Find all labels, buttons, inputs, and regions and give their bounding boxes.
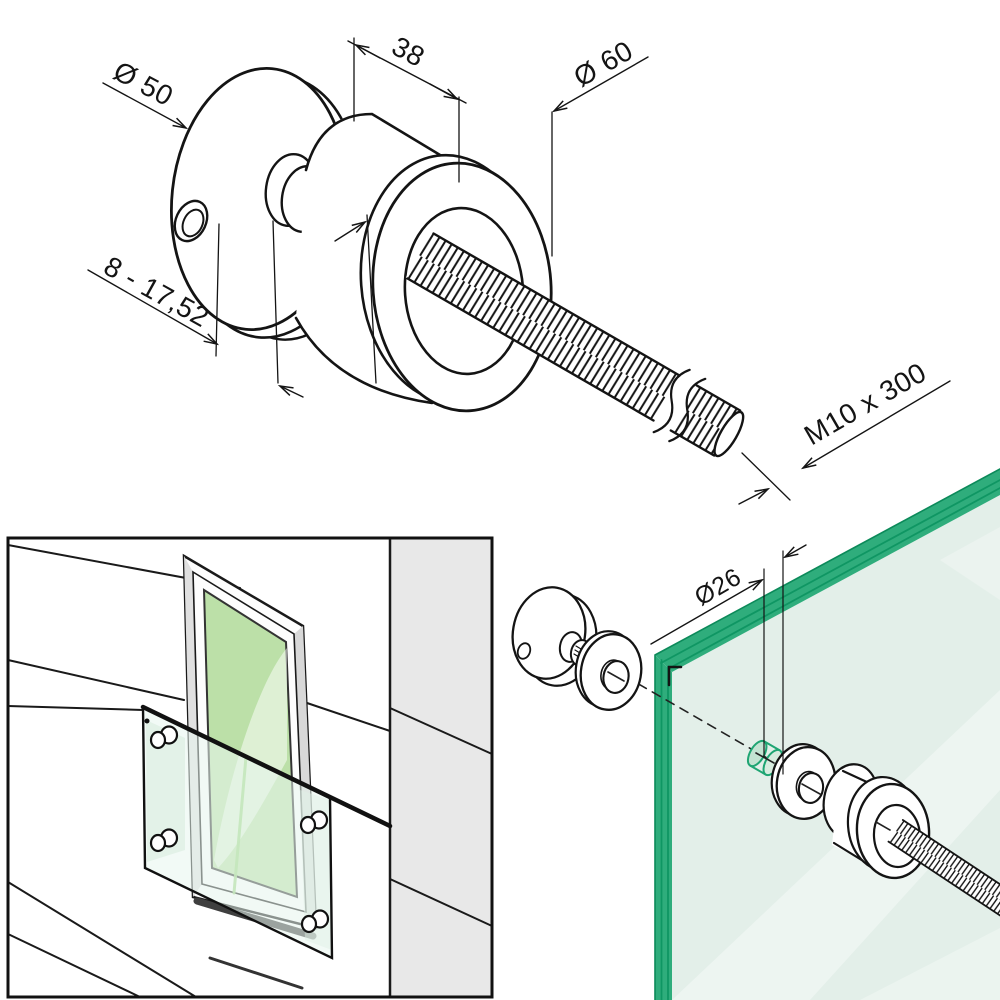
hole-extension-lines — [763, 550, 784, 775]
glass-panel — [654, 468, 1000, 1000]
arrow-clamping-max — [334, 220, 368, 242]
glass-face — [672, 495, 1000, 1000]
exploded-rod-threads — [888, 819, 1000, 947]
main-part-view: Ø 50 38 Ø 60 8 - 17,52 M10 x 300 — [87, 30, 951, 505]
extension-lines — [215, 37, 791, 501]
arrow-hole-outside — [782, 544, 807, 559]
point-fixing-top-left — [149, 725, 179, 750]
glass-top-edge-laminate-lines — [660, 479, 1000, 670]
exploded-washer-inner — [770, 743, 837, 820]
rod-edges — [406, 232, 742, 457]
glass-outline — [654, 468, 1000, 1000]
fixing-front — [300, 914, 318, 934]
leader-plate-diameter — [102, 82, 189, 130]
fixing-front — [149, 730, 167, 750]
body-bottom-edge — [294, 316, 434, 405]
glass-corner-mark — [667, 665, 683, 687]
rod-threads-segment-1 — [405, 232, 682, 422]
fixing-front — [149, 833, 167, 853]
arrow-38-right — [429, 83, 460, 101]
installation-inset — [6, 536, 494, 999]
exploded-threaded-rod — [887, 819, 1000, 948]
building-side-wall — [390, 538, 492, 997]
glass-left-edge — [655, 655, 672, 1000]
balustrade-top-edge — [140, 704, 393, 829]
facade-lines-side — [306, 702, 493, 927]
glass-balustrade-panel — [140, 704, 393, 960]
dim-body-length: 38 — [387, 30, 430, 72]
assembly-centerline — [582, 651, 898, 834]
inset-frame — [6, 536, 494, 999]
centerline-through-holes — [607, 671, 891, 831]
exploded-assembly-view: Ø26 — [511, 468, 1000, 1000]
dimension-line-stud — [800, 380, 951, 470]
exploded-washer-outer — [574, 630, 643, 711]
glass-reflection-streak-3 — [940, 527, 1000, 600]
point-fixing-bottom-right — [300, 909, 330, 934]
plate-screw-hole-inner — [181, 208, 205, 238]
rod-break-gap — [650, 372, 701, 437]
fixing-front — [299, 815, 317, 835]
body-top-edge — [304, 112, 457, 172]
balustrade-glass — [143, 707, 332, 958]
rod-break-line-2 — [668, 377, 707, 443]
glass-left-edge-laminate-lines — [660, 659, 669, 1000]
glass-top-edge — [655, 469, 1000, 672]
dimension-line-clamping-range — [87, 269, 220, 346]
dim-plate-diameter: Ø 50 — [109, 55, 179, 112]
exploded-rod-edges — [887, 819, 1000, 948]
balustrade-outline — [141, 705, 334, 960]
glass-reflection-streak-2 — [860, 928, 1000, 1000]
dim-body-diameter: Ø 60 — [568, 35, 638, 93]
panel-corner-dot — [144, 718, 150, 724]
threaded-rod — [405, 232, 745, 458]
dimension-line-hole — [650, 578, 765, 645]
facade-lines-front — [7, 544, 241, 998]
rod-end-cap — [713, 410, 745, 458]
exploded-plate-hole — [516, 642, 532, 660]
leader-body-diameter — [551, 56, 649, 113]
exploded-adapter-body — [822, 763, 1000, 948]
rod-break-line-1 — [652, 368, 691, 434]
point-fixing-bottom-left — [149, 828, 179, 853]
point-fixing-top-right — [299, 810, 329, 835]
arrow-38-left — [353, 43, 381, 59]
washer2-hole — [797, 772, 825, 804]
arrow-stud-outside — [738, 487, 771, 505]
arrow-clamping-min — [277, 384, 304, 398]
balustrade-tint-left — [146, 720, 185, 862]
dim-glass-hole-diameter: Ø26 — [690, 563, 746, 612]
window-sill-lower-shadow — [208, 956, 304, 990]
